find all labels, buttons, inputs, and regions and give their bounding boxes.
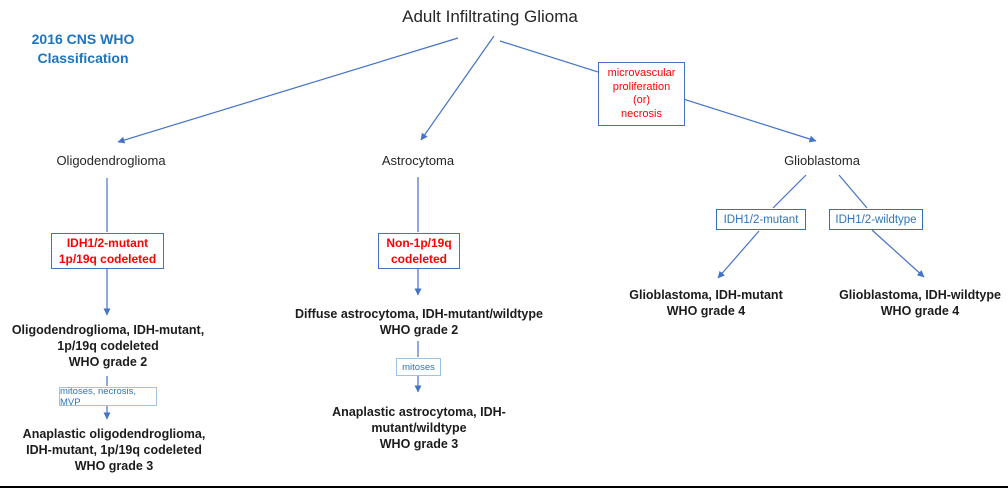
diagnosis-line: WHO grade 3 <box>74 459 154 473</box>
diagnosis-line: Glioblastoma, IDH-wildtype <box>839 288 1001 302</box>
classification-label-line2: Classification <box>37 50 129 66</box>
astro-criteria-line: Non-1p/19q <box>386 236 452 250</box>
oligo-criteria-box: IDH1/2-mutant 1p/19q codeleted <box>51 233 164 269</box>
mvp-line: microvascular <box>607 67 676 79</box>
diagnosis-line: WHO grade 4 <box>880 304 960 318</box>
gbm-idh-mutant-box: IDH1/2-mutant <box>716 209 806 230</box>
diagnosis-line: Glioblastoma, IDH-mutant <box>629 288 783 302</box>
arrow-gbm-mutant-box-to-text <box>717 230 760 279</box>
arrow-root-to-astrocytoma <box>420 35 495 141</box>
oligo-grade3-diagnosis: Anaplastic oligodendroglioma, IDH-mutant… <box>14 426 214 474</box>
branch-label-oligodendroglioma: Oligodendroglioma <box>56 153 166 168</box>
diagnosis-line: IDH-mutant, 1p/19q codeleted <box>26 443 202 457</box>
astro-criteria-box: Non-1p/19q codeleted <box>378 233 460 269</box>
diagnosis-line: WHO grade 2 <box>379 323 459 337</box>
mvp-necrosis-criteria-box: microvascular proliferation (or) necrosi… <box>598 62 685 126</box>
gbm-idh-wildtype-box: IDH1/2-wildtype <box>829 209 923 230</box>
mvp-line: (or) <box>632 94 651 106</box>
diagnosis-line: Diffuse astrocytoma, IDH-mutant/wildtype <box>295 307 543 321</box>
diagnosis-line: Anaplastic astrocytoma, IDH-mutant/wildt… <box>332 405 506 435</box>
diagnosis-line: WHO grade 4 <box>666 304 746 318</box>
diagnosis-line: WHO grade 2 <box>68 355 148 369</box>
classification-label-line1: 2016 CNS WHO <box>31 31 135 47</box>
bottom-divider <box>0 486 1008 488</box>
arrow-gbm-wildtype-box-to-text <box>871 229 925 278</box>
oligo-progression-box: mitoses, necrosis, MVP <box>59 386 157 408</box>
oligo-criteria-line: IDH1/2-mutant <box>66 236 149 250</box>
classification-label: 2016 CNS WHO Classification <box>18 30 148 68</box>
diagnosis-line: Oligodendroglioma, IDH-mutant, <box>11 323 205 337</box>
page-title: Adult Infiltrating Glioma <box>402 7 578 26</box>
gbm-mutant-diagnosis: Glioblastoma, IDH-mutant WHO grade 4 <box>606 287 806 319</box>
diagnosis-line: Anaplastic oligodendroglioma, <box>22 427 206 441</box>
line-gbm-label-to-mutant-box <box>772 174 807 209</box>
oligo-criteria-line: 1p/19q codeleted <box>58 252 157 266</box>
diagnosis-line: 1p/19q codeleted <box>57 339 159 353</box>
diagnosis-line: WHO grade 3 <box>379 437 459 451</box>
astro-grade3-diagnosis: Anaplastic astrocytoma, IDH-mutant/wildt… <box>294 404 544 452</box>
mvp-line: necrosis <box>621 107 662 120</box>
branch-label-astrocytoma: Astrocytoma <box>381 153 455 168</box>
astro-progression-box: mitoses <box>396 358 441 376</box>
gbm-wildtype-diagnosis: Glioblastoma, IDH-wildtype WHO grade 4 <box>820 287 1008 319</box>
branch-label-glioblastoma: Glioblastoma <box>784 153 860 168</box>
oligo-grade2-diagnosis: Oligodendroglioma, IDH-mutant, 1p/19q co… <box>8 322 208 370</box>
astro-grade2-diagnosis: Diffuse astrocytoma, IDH-mutant/wildtype… <box>294 306 544 338</box>
line-gbm-label-to-wildtype-box <box>838 174 868 209</box>
mvp-line: proliferation <box>612 80 671 93</box>
astro-criteria-line: codeleted <box>390 252 447 266</box>
arrow-root-to-oligodendroglioma <box>117 37 459 144</box>
